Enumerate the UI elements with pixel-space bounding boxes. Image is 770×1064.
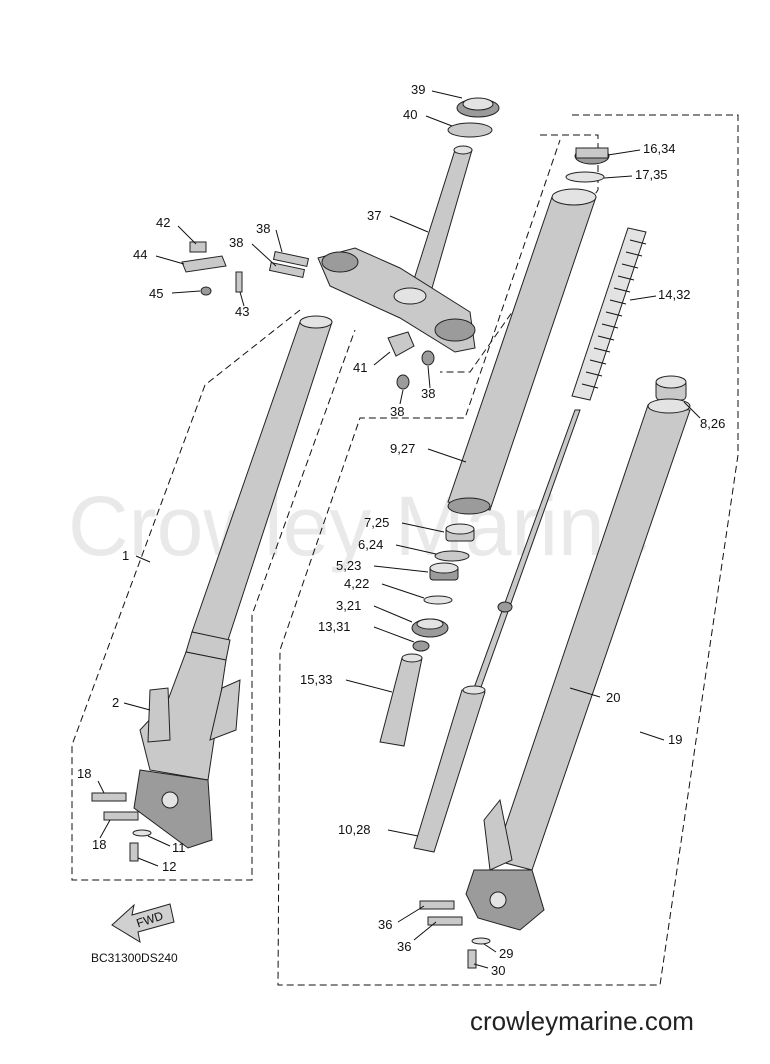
part-38-bolt-d (421, 350, 435, 366)
part-42-45-hose-holder (181, 241, 243, 296)
part-8-26-slide-bushing (655, 375, 687, 401)
part-9-27-inner-tube (447, 188, 597, 515)
watermark-text: Crowley Marine (68, 479, 652, 573)
callout-30: 30 (491, 963, 505, 978)
part-1-fork-leg-left (185, 315, 333, 661)
callout-13-31: 13,31 (318, 619, 351, 634)
callout-1: 1 (122, 548, 129, 563)
part-18-bolt-a (91, 792, 127, 802)
part-39-ring-nut (456, 97, 500, 118)
callout-38-a: 38 (256, 221, 270, 236)
callout-2: 2 (112, 695, 119, 710)
callout-3-21: 3,21 (336, 598, 361, 613)
callout-18-a: 18 (77, 766, 91, 781)
part-12-bolt (129, 842, 139, 862)
callout-9-27: 9,27 (390, 441, 415, 456)
callout-4-22: 4,22 (344, 576, 369, 591)
callout-16-34: 16,34 (643, 141, 676, 156)
callout-41: 41 (353, 360, 367, 375)
part-2-outer-tube-left (133, 651, 241, 849)
callout-29: 29 (499, 946, 513, 961)
callout-19: 19 (668, 732, 682, 747)
part-20-outer-tube-right (465, 398, 691, 931)
footer-url[interactable]: crowleymarine.com (470, 1006, 694, 1036)
callout-7-25: 7,25 (364, 515, 389, 530)
callout-36-a: 36 (378, 917, 392, 932)
part-36-bolt-a (419, 900, 455, 910)
part-13-31-nut (412, 640, 430, 652)
callout-45: 45 (149, 286, 163, 301)
callout-18-b: 18 (92, 837, 106, 852)
assembly-outline-right (277, 114, 739, 986)
part-17-35-o-ring (565, 171, 605, 183)
leader-lines (97, 90, 701, 969)
callout-38-b: 38 (229, 235, 243, 250)
part-30-bolt (467, 949, 477, 969)
part-7-25-bushing (445, 523, 475, 542)
part-18-bolt-b (103, 811, 139, 821)
callout-39: 39 (411, 82, 425, 97)
part-5-23-oil-seal (429, 562, 459, 581)
callout-14-32: 14,32 (658, 287, 691, 302)
part-11-washer (132, 829, 152, 837)
callout-37: 37 (367, 208, 381, 223)
callout-15-33: 15,33 (300, 672, 333, 687)
callout-42: 42 (156, 215, 170, 230)
part-6-24-washer (434, 550, 470, 562)
part-38-bolt-b (268, 261, 306, 279)
callout-40: 40 (403, 107, 417, 122)
steering-stem-outline (440, 134, 599, 373)
part-37-steering-stem (409, 145, 473, 296)
part-lower-bracket (317, 247, 476, 353)
assembly-outline-left (71, 309, 356, 881)
callout-12: 12 (162, 859, 176, 874)
callout-labels: 39 40 16,34 17,35 37 42 38 38 44 45 43 1… (77, 82, 725, 978)
fwd-arrow-icon: FWD (111, 903, 175, 944)
callout-20: 20 (606, 690, 620, 705)
part-16-34-cap-bolt (574, 147, 610, 165)
diagram-code: BC31300DS240 (91, 951, 178, 965)
part-38-bolt-c (396, 374, 410, 390)
callout-10-28: 10,28 (338, 822, 371, 837)
part-10-28-cartridge (413, 685, 486, 853)
part-38-bolt-a (272, 250, 310, 268)
callout-5-23: 5,23 (336, 558, 361, 573)
callout-43: 43 (235, 304, 249, 319)
callout-38-c: 38 (390, 404, 404, 419)
part-4-22-clip (423, 595, 453, 605)
callout-44: 44 (133, 247, 147, 262)
part-41-cover (387, 331, 415, 357)
part-14-32-fork-spring (571, 227, 647, 401)
callout-36-b: 36 (397, 939, 411, 954)
part-3-21-dust-seal (411, 618, 449, 638)
callout-6-24: 6,24 (358, 537, 383, 552)
part-40-washer (447, 122, 493, 138)
part-15-33-spacer (379, 653, 423, 747)
callout-11: 11 (172, 840, 186, 855)
callout-38-d: 38 (421, 386, 435, 401)
part-36-bolt-b (427, 916, 463, 926)
callout-17-35: 17,35 (635, 167, 668, 182)
callout-8-26: 8,26 (700, 416, 725, 431)
part-29-washer (471, 937, 491, 945)
